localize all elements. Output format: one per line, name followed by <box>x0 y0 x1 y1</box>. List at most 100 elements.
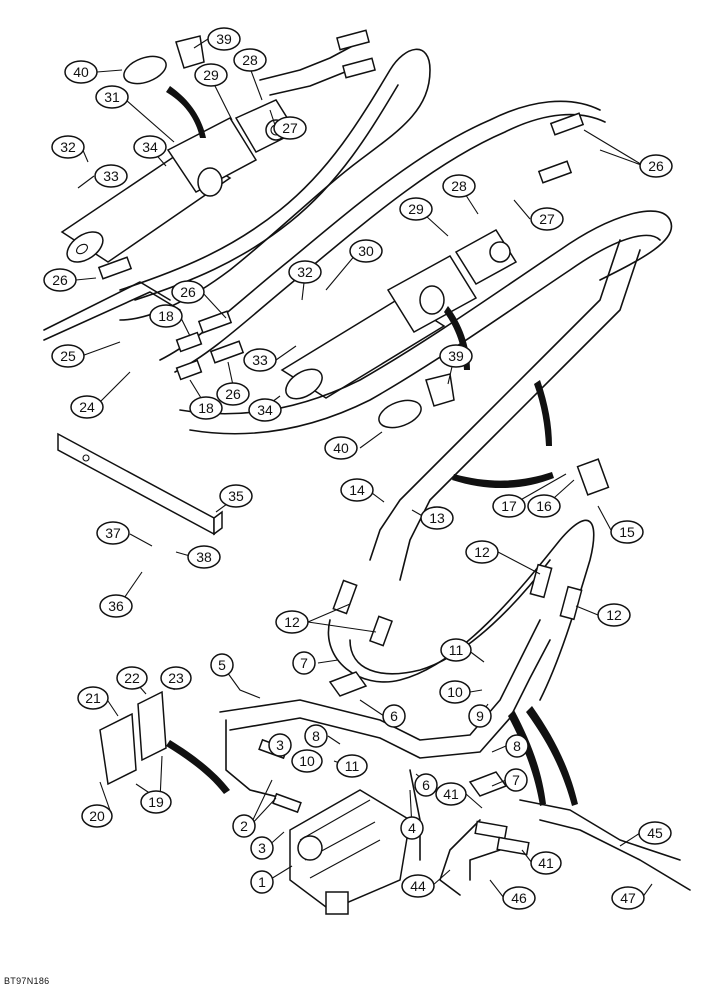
svg-text:45: 45 <box>647 825 663 841</box>
callout-17: 17 <box>492 494 526 518</box>
svg-text:16: 16 <box>536 498 552 514</box>
svg-text:9: 9 <box>476 708 484 724</box>
callout-22: 22 <box>116 666 148 690</box>
callout-6-lower: 6 <box>414 773 438 797</box>
svg-text:21: 21 <box>85 690 101 706</box>
callout-26-c: 26 <box>171 280 205 304</box>
callout-6-upper: 6 <box>382 704 406 728</box>
callout-26-a: 26 <box>43 268 77 292</box>
callout-25: 25 <box>51 344 85 368</box>
svg-text:27: 27 <box>539 211 555 227</box>
svg-text:18: 18 <box>198 400 214 416</box>
callout-10-lower: 10 <box>291 749 323 773</box>
callout-38: 38 <box>187 545 221 569</box>
svg-text:36: 36 <box>108 598 124 614</box>
svg-text:11: 11 <box>345 758 360 774</box>
brackets-clamps <box>99 458 610 797</box>
callout-20: 20 <box>81 804 113 828</box>
callout-37: 37 <box>96 521 130 545</box>
svg-text:26: 26 <box>180 284 196 300</box>
callout-40-lower: 40 <box>324 436 358 460</box>
callout-34-lower: 34 <box>248 398 282 422</box>
callout-2: 2 <box>232 814 256 838</box>
svg-text:40: 40 <box>333 440 349 456</box>
callout-19: 19 <box>140 790 172 814</box>
callout-33-lower: 33 <box>243 348 277 372</box>
svg-text:44: 44 <box>410 878 426 894</box>
svg-text:19: 19 <box>148 794 164 810</box>
callout-12-mid: 12 <box>465 540 499 564</box>
svg-text:14: 14 <box>349 482 365 498</box>
callout-18-lower: 18 <box>189 396 223 420</box>
svg-text:22: 22 <box>124 670 140 686</box>
callout-47: 47 <box>611 886 645 910</box>
svg-text:7: 7 <box>300 655 308 671</box>
svg-text:18: 18 <box>158 308 174 324</box>
svg-text:32: 32 <box>60 139 76 155</box>
svg-text:38: 38 <box>196 549 212 565</box>
svg-text:3: 3 <box>276 737 284 753</box>
callout-27-lower: 27 <box>530 207 564 231</box>
lower-tubes <box>219 619 691 896</box>
svg-text:5: 5 <box>218 657 226 673</box>
callout-12-right: 12 <box>597 603 631 627</box>
lower-cylinder <box>280 229 518 400</box>
callout-8-upper: 8 <box>304 724 328 748</box>
svg-text:39: 39 <box>448 348 464 364</box>
callout-15: 15 <box>610 520 644 544</box>
svg-text:26: 26 <box>52 272 68 288</box>
callout-1: 1 <box>250 870 274 894</box>
callout-7-lower: 7 <box>504 768 528 792</box>
callout-4: 4 <box>400 816 424 840</box>
svg-text:11: 11 <box>449 642 464 658</box>
callout-39-upper: 39 <box>207 27 241 51</box>
svg-text:34: 34 <box>142 139 158 155</box>
svg-text:20: 20 <box>89 808 105 824</box>
svg-text:12: 12 <box>474 544 490 560</box>
callout-33-upper: 33 <box>94 164 128 188</box>
callout-12-left: 12 <box>275 610 309 634</box>
callout-8-lower: 8 <box>505 734 529 758</box>
control-valve <box>289 789 411 915</box>
svg-text:46: 46 <box>511 890 527 906</box>
svg-text:33: 33 <box>252 352 268 368</box>
svg-text:39: 39 <box>216 31 232 47</box>
svg-text:15: 15 <box>619 524 635 540</box>
hose-clamps <box>123 35 455 429</box>
svg-text:3: 3 <box>258 840 266 856</box>
callout-3-upper: 3 <box>268 733 292 757</box>
svg-text:34: 34 <box>257 402 273 418</box>
svg-text:29: 29 <box>408 201 424 217</box>
svg-text:29: 29 <box>203 67 219 83</box>
svg-text:26: 26 <box>648 158 664 174</box>
svg-text:7: 7 <box>512 772 520 788</box>
callout-41-upper: 41 <box>435 782 467 806</box>
svg-text:8: 8 <box>312 728 320 744</box>
callout-18-upper: 18 <box>149 304 183 328</box>
callout-28-upper: 28 <box>233 48 267 72</box>
callout-40-upper: 40 <box>64 60 98 84</box>
callout-34-upper: 34 <box>133 135 167 159</box>
callout-23: 23 <box>160 666 192 690</box>
svg-text:6: 6 <box>422 777 430 793</box>
callout-28-lower: 28 <box>442 174 476 198</box>
callout-3-lower: 3 <box>250 836 274 860</box>
callout-35: 35 <box>219 484 253 508</box>
callout-26-d: 26 <box>216 382 250 406</box>
callout-41-lower: 41 <box>530 851 562 875</box>
callout-10-upper: 10 <box>439 680 471 704</box>
callout-24: 24 <box>70 395 104 419</box>
callout-26-b: 26 <box>639 154 673 178</box>
svg-text:37: 37 <box>105 525 121 541</box>
svg-text:23: 23 <box>168 670 184 686</box>
callouts: 40 39 28 29 31 27 32 34 33 26 28 29 27 3… <box>43 27 673 910</box>
svg-text:13: 13 <box>429 510 445 526</box>
svg-text:28: 28 <box>242 52 258 68</box>
svg-text:8: 8 <box>513 738 521 754</box>
svg-text:30: 30 <box>358 243 374 259</box>
callout-5: 5 <box>210 653 234 677</box>
callout-27-upper: 27 <box>273 116 307 140</box>
hoses-12 <box>327 519 595 701</box>
callout-29-upper: 29 <box>194 63 228 87</box>
